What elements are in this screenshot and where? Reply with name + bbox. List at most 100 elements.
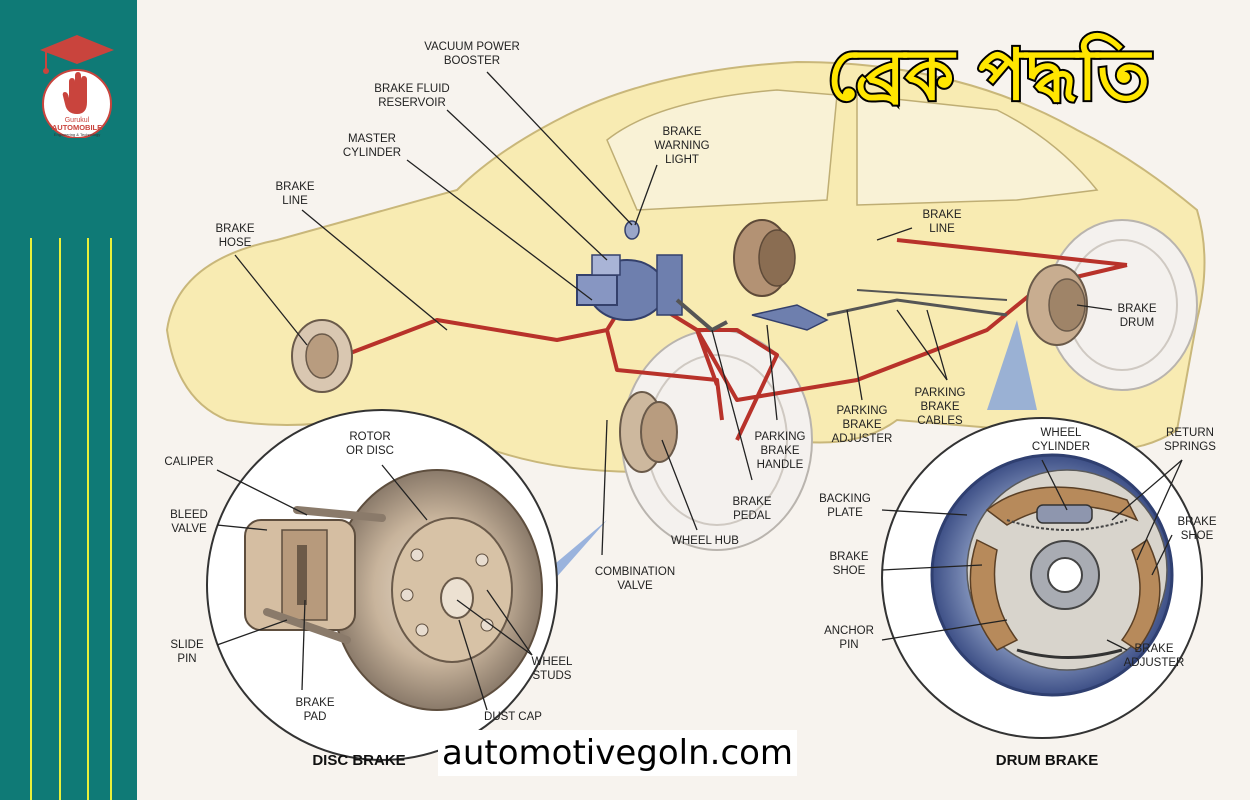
label-line: MASTER xyxy=(348,133,396,145)
label-line: BRAKE xyxy=(733,496,772,508)
label-brake-line-right: BRAKE LINE xyxy=(923,209,962,235)
label-line: PEDAL xyxy=(733,510,771,522)
label-line: ADJUSTER xyxy=(1124,657,1185,669)
label-line: BRAKE FLUID xyxy=(374,83,449,95)
label-line: SHOE xyxy=(1181,530,1214,542)
label-brake-shoe-left: BRAKE SHOE xyxy=(830,551,869,577)
label-line: BRAKE xyxy=(830,551,869,563)
label-slide-pin: SLIDE PIN xyxy=(170,639,204,665)
label-line: BOOSTER xyxy=(444,55,500,67)
label-line: BRAKE xyxy=(276,181,315,193)
label-line: RETURN xyxy=(1166,427,1214,439)
label-line: HANDLE xyxy=(757,459,804,471)
label-line: LINE xyxy=(282,195,308,207)
label-line: VACUUM POWER xyxy=(424,41,520,53)
label-caliper: CALIPER xyxy=(164,456,213,468)
label-dust-cap: DUST CAP xyxy=(484,711,542,723)
sidebar: Gurukul AUTOMOBILE Engineering & Technol… xyxy=(0,0,137,800)
parking-brake-cable xyxy=(856,289,1008,301)
label-line: DUST CAP xyxy=(484,711,542,723)
diagram-panel: VACUUM POWER BOOSTER BRAKE FLUID RESERVOIR… xyxy=(137,0,1250,800)
label-line: SLIDE xyxy=(170,639,204,651)
label-wheel-studs: WHEEL STUDS xyxy=(532,656,574,682)
label-line: PARKING xyxy=(915,387,966,399)
parking-brake-cable xyxy=(826,298,1008,317)
label-line: ADJUSTER xyxy=(832,433,893,445)
website-url: automotivegoln.com xyxy=(438,730,798,776)
label-warning-light: BRAKE WARNING LIGHT xyxy=(654,126,709,166)
label-vacuum-booster: VACUUM POWER BOOSTER xyxy=(424,41,520,67)
label-bleed-valve: BLEED VALVE xyxy=(170,509,208,535)
rear-right-drum xyxy=(1026,264,1088,346)
label-line: LINE xyxy=(929,223,955,235)
disc-brake-title: DISC BRAKE xyxy=(312,752,405,769)
label-line: PIN xyxy=(177,653,196,665)
label-line: PIN xyxy=(839,639,858,651)
label-line: BLEED xyxy=(170,509,208,521)
sidebar-stripe xyxy=(59,238,61,800)
label-line: DRUM xyxy=(1120,317,1155,329)
label-wheel-hub: WHEEL HUB xyxy=(671,535,739,547)
drum-callout-wedge xyxy=(987,320,1037,410)
label-line: BRAKE xyxy=(216,223,255,235)
label-line: CYLINDER xyxy=(1032,441,1090,453)
label-line: SHOE xyxy=(833,565,866,577)
label-line: RESERVOIR xyxy=(378,97,446,109)
label-line: ANCHOR xyxy=(824,625,874,637)
label-brake-adjuster: BRAKE ADJUSTER xyxy=(1124,643,1185,669)
label-line: WARNING xyxy=(654,140,709,152)
label-line: CALIPER xyxy=(164,456,213,468)
label-return-springs: RETURN SPRINGS xyxy=(1164,427,1216,453)
label-master-cylinder: MASTER CYLINDER xyxy=(343,133,401,159)
rear-left-disc xyxy=(291,319,353,393)
label-line: LIGHT xyxy=(665,154,699,166)
vacuum-booster xyxy=(576,220,728,333)
label-parking-cables: PARKING BRAKE CABLES xyxy=(915,387,966,427)
label-line: BRAKE xyxy=(923,209,962,221)
label-line: CABLES xyxy=(917,415,963,427)
label-line: SPRINGS xyxy=(1164,441,1216,453)
logo-line1: Gurukul xyxy=(65,117,90,124)
logo-line2: AUTOMOBILE xyxy=(52,123,102,132)
label-line: BRAKE xyxy=(921,401,960,413)
label-line: WHEEL xyxy=(1041,427,1083,439)
drum-brake-title: DRUM BRAKE xyxy=(996,752,1099,769)
label-line: WHEEL xyxy=(532,656,574,668)
label-combination-valve: COMBINATION VALVE xyxy=(595,566,675,592)
label-line: BRAKE xyxy=(1178,516,1217,528)
label-line: CYLINDER xyxy=(343,147,401,159)
label-line: ROTOR xyxy=(349,431,390,443)
label-line: BRAKE xyxy=(761,445,800,457)
sidebar-stripe xyxy=(110,238,112,800)
car-window xyxy=(856,94,1099,206)
label-wheel-cylinder: WHEEL CYLINDER xyxy=(1032,427,1090,453)
leader-lines xyxy=(216,71,1183,711)
label-line: HOSE xyxy=(219,237,252,249)
label-brake-line-left: BRAKE LINE xyxy=(276,181,315,207)
label-line: PARKING xyxy=(837,405,888,417)
label-line: VALVE xyxy=(171,523,207,535)
label-line: STUDS xyxy=(533,670,572,682)
rear-left-drum xyxy=(733,219,796,297)
drum-brake-assembly xyxy=(930,453,1174,697)
disc-brake-assembly xyxy=(244,469,543,711)
label-line: COMBINATION xyxy=(595,566,675,578)
gurukul-logo: Gurukul AUTOMOBILE Engineering & Technol… xyxy=(40,35,114,138)
parking-brake-handle xyxy=(751,304,829,331)
label-line: BRAKE xyxy=(1135,643,1174,655)
sidebar-stripe xyxy=(87,238,89,800)
car-window xyxy=(606,89,838,211)
sidebar-stripe xyxy=(30,238,32,800)
label-anchor-pin: ANCHOR PIN xyxy=(824,625,874,651)
label-line: BRAKE xyxy=(663,126,702,138)
label-line: BACKING xyxy=(819,493,871,505)
logo-line3: Engineering & Technology xyxy=(54,132,100,137)
label-line: VALVE xyxy=(617,580,653,592)
label-brake-pedal: BRAKE PEDAL xyxy=(733,496,772,522)
